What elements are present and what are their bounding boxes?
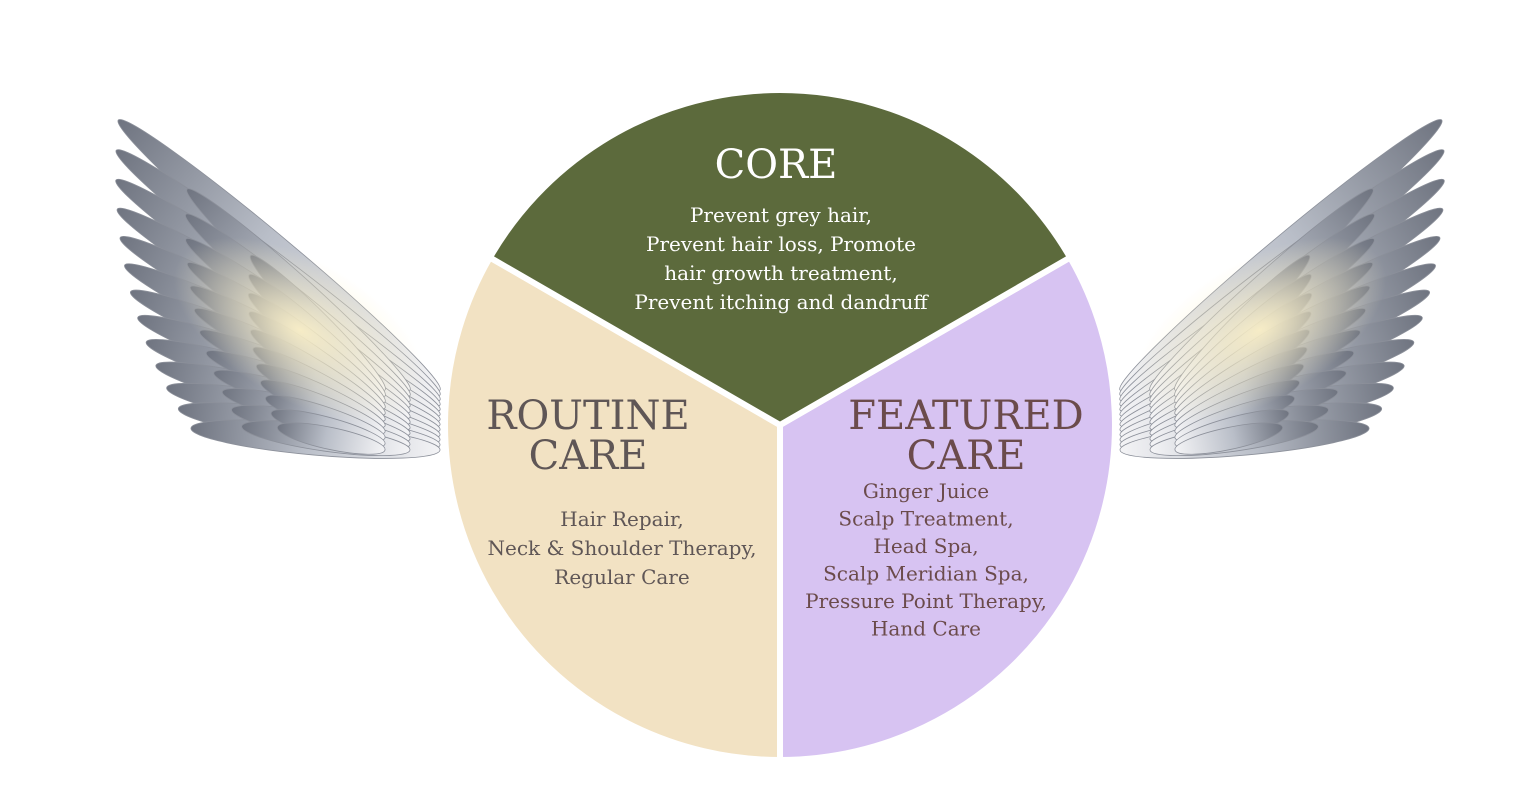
routine-care-description: Hair Repair, Neck & Shoulder Therapy, Regu… (488, 507, 757, 589)
description-line: Hand Care (871, 617, 981, 641)
description-line: Prevent hair loss, Promote (646, 232, 916, 256)
routine-care-title-line: CARE (529, 433, 648, 479)
core-description: Prevent grey hair, Prevent hair loss, Pro… (634, 203, 929, 314)
wing-glow (1133, 237, 1387, 423)
description-line: Scalp Meridian Spa, (823, 562, 1029, 586)
description-line: Prevent itching and dandruff (634, 290, 929, 314)
description-line: Head Spa, (873, 534, 978, 558)
wing-glow (173, 237, 427, 423)
right-wing-icon (1119, 119, 1445, 459)
core-title: CORE (715, 142, 838, 188)
description-line: Prevent grey hair, (690, 203, 872, 227)
left-wing-icon (115, 119, 441, 459)
description-line: hair growth treatment, (664, 261, 897, 285)
description-line: Hair Repair, (560, 507, 683, 531)
description-line: Ginger Juice (863, 479, 989, 503)
description-line: Scalp Treatment, (838, 507, 1013, 531)
routine-care-title-line: ROUTINE (486, 393, 689, 439)
featured-care-title-line: CARE (907, 433, 1026, 479)
description-line: Pressure Point Therapy, (805, 589, 1047, 613)
core-segment (485, 87, 1075, 429)
featured-care-segment (777, 253, 1118, 764)
feather (276, 422, 386, 455)
featured-care-title-line: FEATURED (848, 393, 1083, 439)
description-line: Neck & Shoulder Therapy, (488, 536, 757, 560)
routine-care-segment (442, 253, 783, 764)
description-line: Regular Care (554, 565, 689, 589)
feather (1174, 422, 1284, 455)
